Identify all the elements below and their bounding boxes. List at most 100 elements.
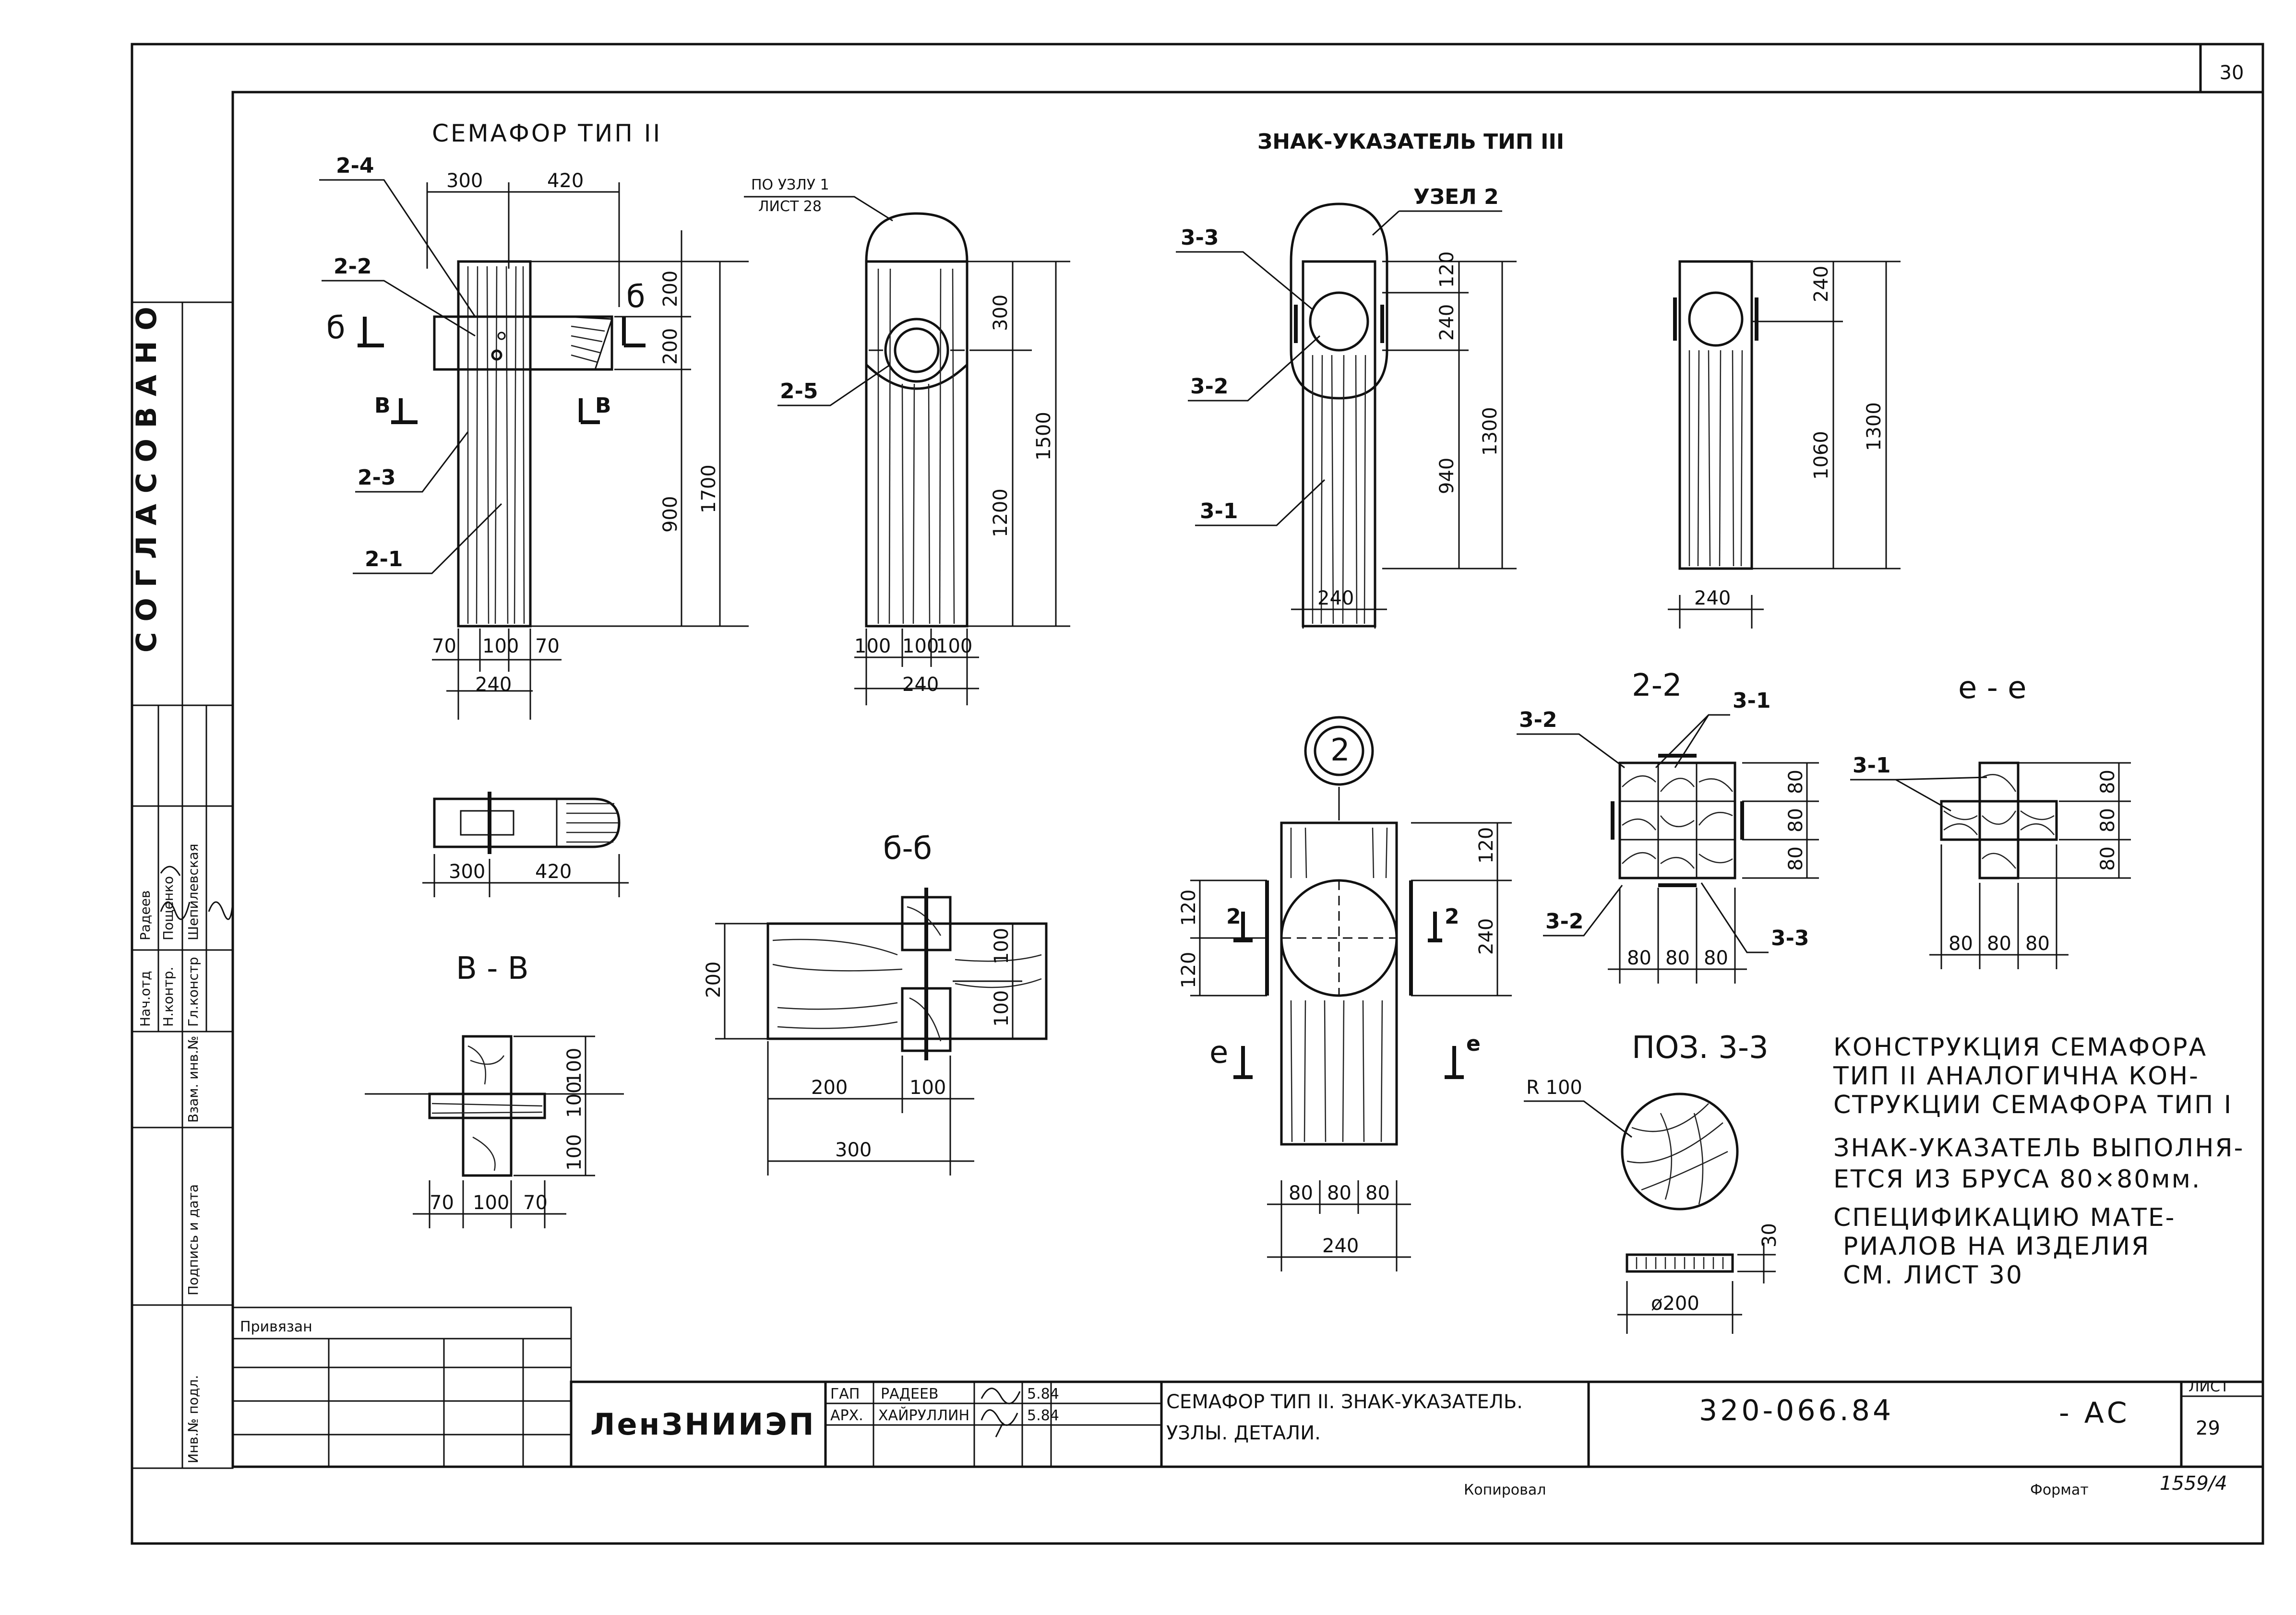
gap-role: ГАП: [830, 1386, 860, 1402]
drawing-title-1: СЕМАФОР ТИП II. ЗНАК-УКАЗАТЕЛЬ.: [1166, 1391, 1523, 1413]
note-line-4: ЗНАК-УКАЗАТЕЛЬ ВЫПОЛНЯ-: [1833, 1134, 2244, 1163]
label-3-2-a: 3-2: [1190, 374, 1229, 399]
dim-100-s2: 100: [902, 635, 939, 657]
dim-1500: 1500: [1033, 412, 1055, 461]
cut-b-right: б: [626, 279, 645, 315]
dim-1300-a: 1300: [1479, 407, 1501, 456]
gap-date: 5.84: [1027, 1386, 1059, 1402]
dim-940: 940: [1436, 458, 1458, 494]
dim-240-sign: 240: [1317, 587, 1354, 609]
label-3-1-c: 3-1: [1853, 753, 1891, 778]
label-3-1-b: 3-1: [1733, 689, 1771, 713]
position-3-3-detail: ПОЗ. 3-3 R 100 30 ø200: [1524, 1030, 1781, 1334]
sheet-label: ЛИСТ: [2188, 1378, 2229, 1395]
sign-title: ЗНАК-УКАЗАТЕЛЬ ТИП III: [1257, 130, 1564, 154]
dim-80-22-e: 80: [1665, 947, 1690, 969]
note-line-2: ТИП II АНАЛОГИЧНА КОН-: [1833, 1062, 2200, 1091]
sec-vv-title: В - В: [456, 951, 529, 986]
dim-120-n-a: 120: [1178, 890, 1200, 926]
arm-plan-view: 300 420: [422, 792, 629, 897]
arch-role: АРХ.: [830, 1407, 863, 1424]
side-sign-name-3: Шепилевская: [185, 843, 201, 940]
sec-22-title: 2-2: [1632, 668, 1682, 703]
dim-80-22-a: 80: [1785, 770, 1807, 794]
dim-dia200: ø200: [1651, 1293, 1699, 1315]
dim-1300-b: 1300: [1863, 402, 1885, 451]
dim-70-b: 70: [535, 635, 560, 657]
label-3-1-a: 3-1: [1200, 499, 1238, 523]
dim-80-ee-e: 80: [1987, 933, 2011, 955]
dim-200-bb: 200: [811, 1077, 848, 1099]
label-3-2-b: 3-2: [1519, 708, 1557, 732]
dim-240-n-b: 240: [1322, 1235, 1359, 1257]
dim-100-bb-a: 100: [991, 928, 1013, 964]
sheet-number: 30: [2220, 62, 2244, 84]
label-3-3-a: 3-3: [1181, 226, 1219, 250]
dim-80-22-f: 80: [1704, 947, 1728, 969]
dim-240-n: 240: [1475, 918, 1497, 955]
dim-80-ee-c: 80: [2097, 846, 2119, 871]
ref-node1-line2: ЛИСТ 28: [758, 198, 822, 215]
dim-1060: 1060: [1810, 431, 1832, 480]
side-field-inv: Инв.№ подл.: [185, 1375, 201, 1463]
side-sign-role-1: Нач.отд: [137, 971, 153, 1027]
cut-v-left: В: [374, 393, 391, 418]
cut-v-right: В: [595, 393, 611, 418]
gap-name: РАДЕЕВ: [881, 1386, 939, 1402]
dim-80-22-b: 80: [1785, 808, 1807, 832]
semaphore-title: СЕМАФОР ТИП II: [432, 119, 662, 147]
dim-80-22-c: 80: [1785, 846, 1807, 871]
gap-signature: [981, 1388, 1021, 1404]
dim-30: 30: [1758, 1223, 1781, 1247]
node-2-detail: 2 120 120 120 240 2 2 е: [1178, 716, 1512, 1271]
note-line-5: ЕТСЯ ИЗ БРУСА 80×80мм.: [1833, 1165, 2201, 1194]
dim-200-a: 200: [659, 271, 682, 307]
dim-80-ee-a: 80: [2097, 770, 2119, 794]
section-v-v: В - В 100 100 100 70 100 70: [365, 951, 624, 1228]
side-stamp: СОГЛАСОВАНО Нач.отд Радеев Н.контр. Поще…: [130, 296, 234, 1469]
sign-front-view: ЗНАК-УКАЗАТЕЛЬ ТИП III УЗЕЛ 2 3-3 3-2 3-…: [1176, 130, 1564, 629]
sec-ee-title: е - е: [1958, 670, 2027, 706]
cut-b-left: б: [326, 310, 345, 346]
sheet-frame: 30: [131, 43, 2264, 1545]
dim-120-n-b: 120: [1178, 952, 1200, 988]
cut-2-right: 2: [1445, 904, 1459, 929]
dim-120-sign: 120: [1436, 251, 1458, 288]
sec-bb-title: б-б: [883, 831, 932, 867]
dim-240-side: 240: [1810, 266, 1832, 302]
sign-side-view: 240 1060 1300 240: [1668, 260, 1901, 629]
note-line-7: РИАЛОВ НА ИЗДЕЛИЯ: [1843, 1232, 2150, 1261]
dim-100-bb-c: 100: [909, 1077, 946, 1099]
side-sign-role-2: Н.контр.: [160, 967, 176, 1027]
node2-mark: 2: [1330, 733, 1350, 768]
ref-node2: УЗЕЛ 2: [1413, 185, 1499, 209]
dim-900: 900: [659, 496, 682, 533]
dim-70-vv-b: 70: [523, 1192, 548, 1214]
label-3-3-b: 3-3: [1771, 926, 1809, 950]
dim-1700: 1700: [698, 464, 720, 513]
section-b-b: б-б 200 100 100 200 100 300: [703, 831, 1048, 1176]
side-stamp-title: СОГЛАСОВАНО: [130, 296, 163, 653]
sheet-value: 29: [2196, 1417, 2220, 1439]
note-line-8: СМ. ЛИСТ 30: [1843, 1261, 2023, 1290]
note-line-6: СПЕЦИФИКАЦИЮ МАТЕ-: [1833, 1203, 2176, 1232]
dim-100-s3: 100: [936, 635, 972, 657]
dim-70-a: 70: [432, 635, 456, 657]
dim-80-22-d: 80: [1627, 947, 1651, 969]
side-sign-name-1: Радеев: [137, 891, 153, 940]
label-2-5: 2-5: [780, 379, 818, 404]
dim-300-side: 300: [990, 295, 1012, 331]
drawing-code: 320-066.84: [1699, 1394, 1894, 1427]
label-3-2-c: 3-2: [1545, 909, 1584, 934]
drawing-title-2: УЗЛЫ. ДЕТАЛИ.: [1166, 1422, 1321, 1444]
format-label: Формат: [2030, 1482, 2089, 1498]
dim-100-vv-a: 100: [563, 1048, 586, 1084]
drawing-mark: - АС: [2059, 1396, 2130, 1430]
dim-100-bb-b: 100: [991, 990, 1013, 1027]
notes-block: КОНСТРУКЦИЯ СЕМАФОРА ТИП II АНАЛОГИЧНА К…: [1833, 1033, 2244, 1290]
dim-80-ee-f: 80: [2025, 933, 2050, 955]
dim-420-top: 420: [547, 170, 584, 192]
arch-name: ХАЙРУЛЛИН: [878, 1407, 969, 1424]
note-line-1: КОНСТРУКЦИЯ СЕМАФОРА: [1833, 1033, 2207, 1062]
bound-label: Привязан: [240, 1318, 312, 1335]
